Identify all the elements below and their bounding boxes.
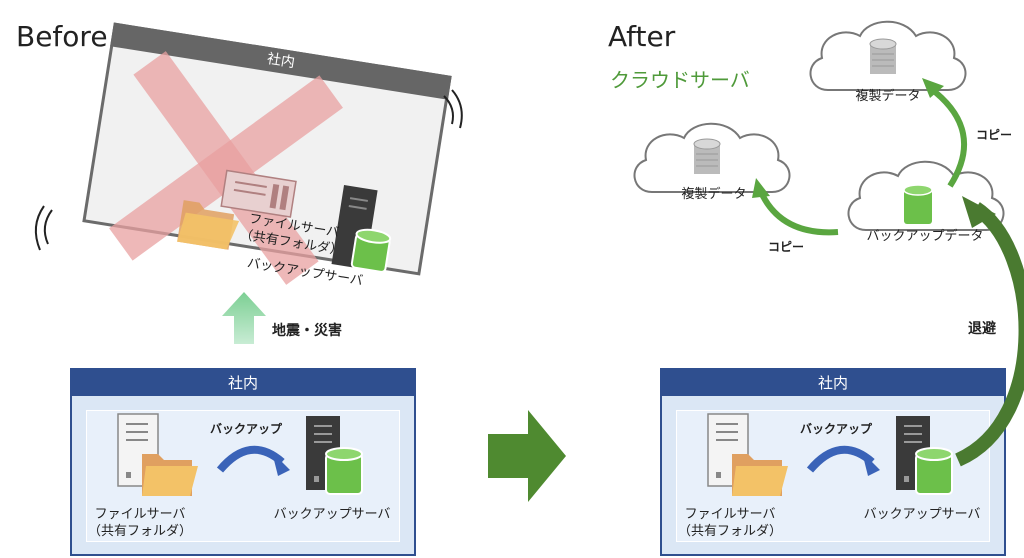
after-heading: After [608, 20, 676, 53]
before-heading: Before [16, 20, 108, 53]
tilted-folder-icon [177, 200, 240, 250]
after-file-server-sublabel: （共有フォルダ） [677, 524, 782, 539]
before-office-header: 社内 [72, 370, 414, 396]
after-backup-server-label: バックアップサーバ [863, 507, 981, 522]
after-backup-arrow-label: バックアップ [800, 422, 873, 436]
copy-arrow-left-icon [752, 178, 839, 236]
evacuate-label: 退避 [968, 321, 996, 337]
cloud-left-label: 複製データ [681, 187, 747, 202]
backup-db-icon [903, 184, 933, 224]
before-backup-server-label: バックアップサーバ [273, 507, 391, 522]
cloud-backup-label: バックアップデータ [866, 229, 984, 244]
after-office-header: 社内 [662, 370, 1004, 396]
evacuate-arrow-icon [954, 196, 1024, 467]
copy-arrow-up-icon [922, 78, 968, 188]
copy-label-left: コピー [768, 240, 805, 254]
before-file-server-label: ファイルサーバ [94, 507, 186, 522]
tilted-server-icon [220, 169, 297, 218]
before-file-server-sublabel: （共有フォルダ） [87, 524, 192, 539]
copy-label-right: コピー [976, 128, 1013, 142]
disaster-label: 地震・災害 [272, 323, 342, 339]
replica-db-icon [869, 38, 897, 74]
tilted-office-contents: ファイルサーバ （共有フォルダ） バックアップサーバ [166, 160, 414, 324]
cloud-server-label: クラウドサーバ [610, 68, 750, 92]
cloud-top-label: 複製データ [855, 89, 921, 104]
before-backup-arrow-label: バックアップ [210, 422, 283, 436]
tilted-backup-server-icon [331, 185, 392, 273]
after-file-server-label: ファイルサーバ [684, 507, 776, 522]
replica-db-icon-left [693, 138, 721, 174]
